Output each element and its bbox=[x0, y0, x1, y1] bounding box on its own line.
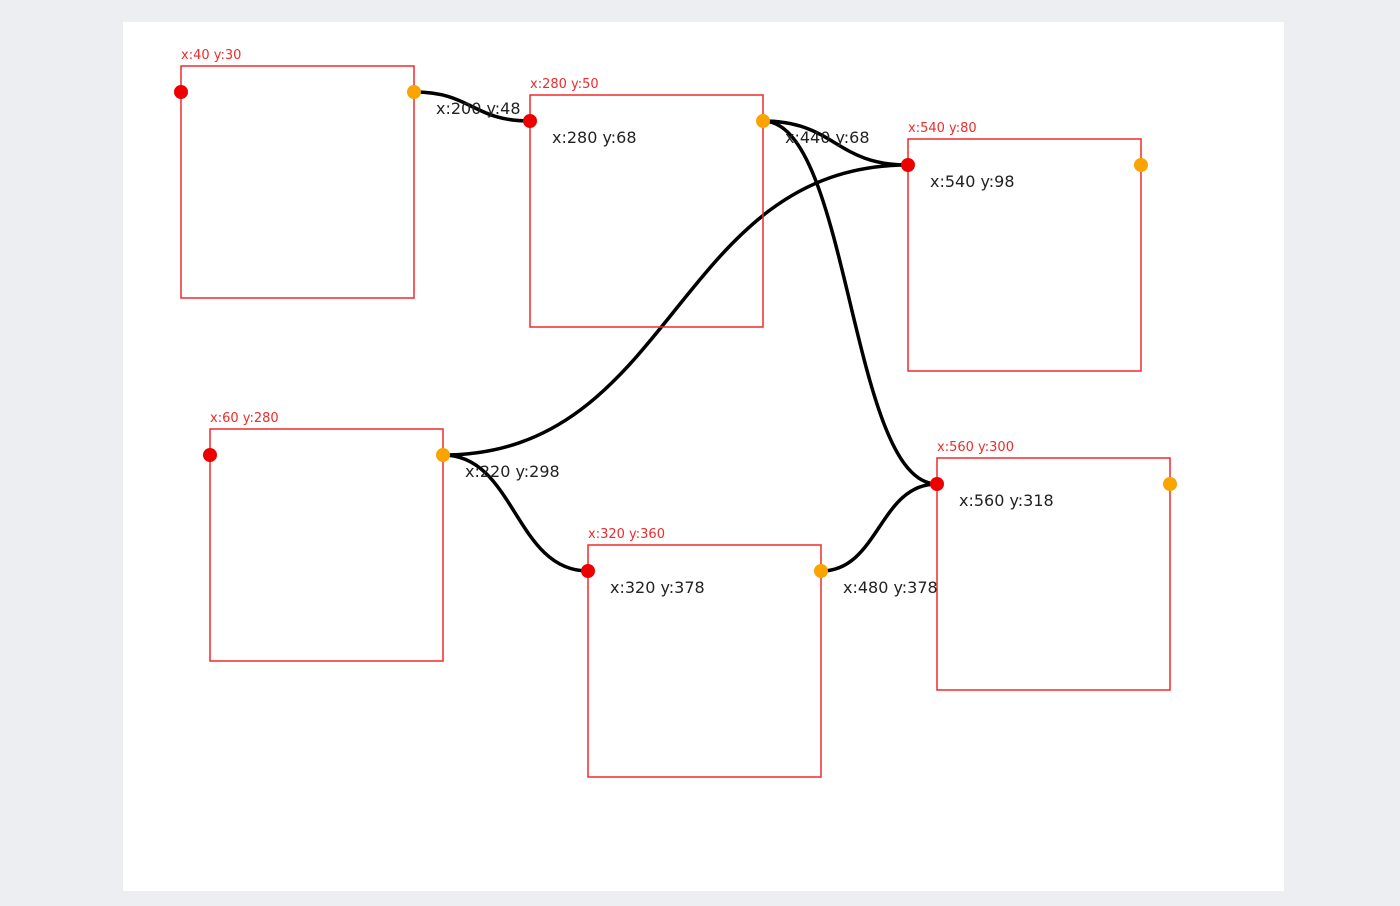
output-port[interactable] bbox=[814, 564, 828, 578]
node-position-tag: x:560 y:300 bbox=[937, 440, 1014, 455]
edge-n4-n3[interactable] bbox=[442, 163, 909, 457]
output-port[interactable] bbox=[407, 85, 421, 99]
input-port[interactable] bbox=[581, 564, 595, 578]
port-label-n4: x:220 y:298 bbox=[465, 462, 560, 481]
node-n6[interactable]: x:560 y:300 x:560 y:318 bbox=[930, 440, 1177, 691]
input-port[interactable] bbox=[901, 158, 915, 172]
node-box[interactable] bbox=[907, 138, 1142, 372]
node-position-tag: x:540 y:80 bbox=[908, 121, 977, 136]
node-position-tag: x:280 y:50 bbox=[530, 77, 599, 92]
node-n4[interactable]: x:60 y:280 bbox=[203, 411, 450, 662]
edge-n5-n6[interactable] bbox=[820, 482, 938, 573]
input-port[interactable] bbox=[174, 85, 188, 99]
node-position-tag: x:320 y:360 bbox=[588, 527, 665, 542]
output-port[interactable] bbox=[1163, 477, 1177, 491]
edge-n2-n3[interactable] bbox=[762, 119, 909, 167]
node-box[interactable] bbox=[180, 65, 415, 299]
node-position-tag: x:40 y:30 bbox=[181, 48, 241, 63]
edges bbox=[413, 90, 938, 573]
input-port[interactable] bbox=[930, 477, 944, 491]
port-labels: x:200 y:48 x:440 y:68 x:220 y:298 x:480 … bbox=[436, 99, 938, 597]
output-port[interactable] bbox=[1134, 158, 1148, 172]
node-box[interactable] bbox=[587, 544, 822, 778]
port-label-n5: x:480 y:378 bbox=[843, 578, 938, 597]
input-port[interactable] bbox=[203, 448, 217, 462]
diagram-canvas bbox=[123, 22, 1284, 891]
node-n1[interactable]: x:40 y:30 bbox=[174, 48, 421, 299]
node-n5[interactable]: x:320 y:360 x:320 y:378 bbox=[581, 527, 828, 778]
node-position-tag: x:60 y:280 bbox=[210, 411, 279, 426]
edge-n4-n5[interactable] bbox=[442, 453, 589, 573]
node-box[interactable] bbox=[529, 94, 764, 328]
node-coordinate-label: x:320 y:378 bbox=[610, 578, 705, 597]
node-box[interactable] bbox=[936, 457, 1171, 691]
edge-n1-n2[interactable] bbox=[413, 90, 531, 123]
output-port[interactable] bbox=[756, 114, 770, 128]
port-label-n1: x:200 y:48 bbox=[436, 99, 521, 118]
node-n2[interactable]: x:280 y:50 x:280 y:68 bbox=[523, 77, 770, 328]
node-box[interactable] bbox=[209, 428, 444, 662]
node-coordinate-label: x:540 y:98 bbox=[930, 172, 1015, 191]
node-coordinate-label: x:560 y:318 bbox=[959, 491, 1054, 510]
output-port[interactable] bbox=[436, 448, 450, 462]
edge-n2-n6[interactable] bbox=[762, 119, 938, 486]
input-port[interactable] bbox=[523, 114, 537, 128]
node-coordinate-label: x:280 y:68 bbox=[552, 128, 637, 147]
port-label-n2: x:440 y:68 bbox=[785, 128, 870, 147]
node-n3[interactable]: x:540 y:80 x:540 y:98 bbox=[901, 121, 1148, 372]
